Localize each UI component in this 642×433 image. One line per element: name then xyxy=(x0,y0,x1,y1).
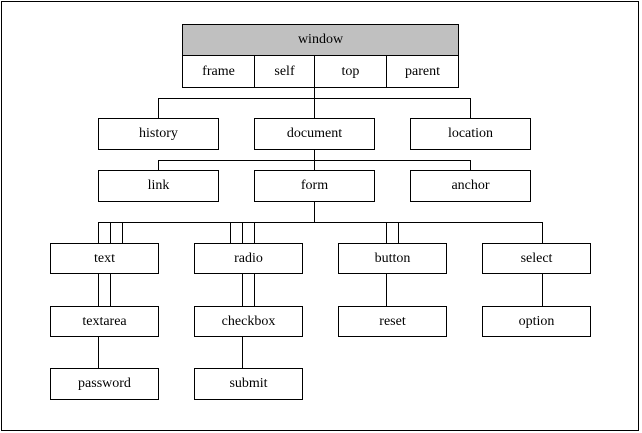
node-form: form xyxy=(254,170,375,202)
node-option: option xyxy=(482,306,591,337)
node-link: link xyxy=(98,170,219,202)
node-anchor: anchor xyxy=(410,170,531,202)
window-prop-parent: parent xyxy=(386,55,459,88)
node-radio: radio xyxy=(194,243,303,274)
window-node: window xyxy=(182,24,459,56)
node-password: password xyxy=(50,368,159,400)
node-textarea: textarea xyxy=(50,306,159,337)
window-prop-self: self xyxy=(254,55,315,88)
node-text: text xyxy=(50,243,159,274)
node-select: select xyxy=(482,243,591,274)
window-prop-frame: frame xyxy=(182,55,255,88)
node-location: location xyxy=(410,118,531,150)
node-reset: reset xyxy=(338,306,447,337)
node-submit: submit xyxy=(194,368,303,400)
node-button: button xyxy=(338,243,447,274)
window-prop-top: top xyxy=(314,55,387,88)
node-document: document xyxy=(254,118,375,150)
node-checkbox: checkbox xyxy=(194,306,303,337)
node-history: history xyxy=(98,118,219,150)
